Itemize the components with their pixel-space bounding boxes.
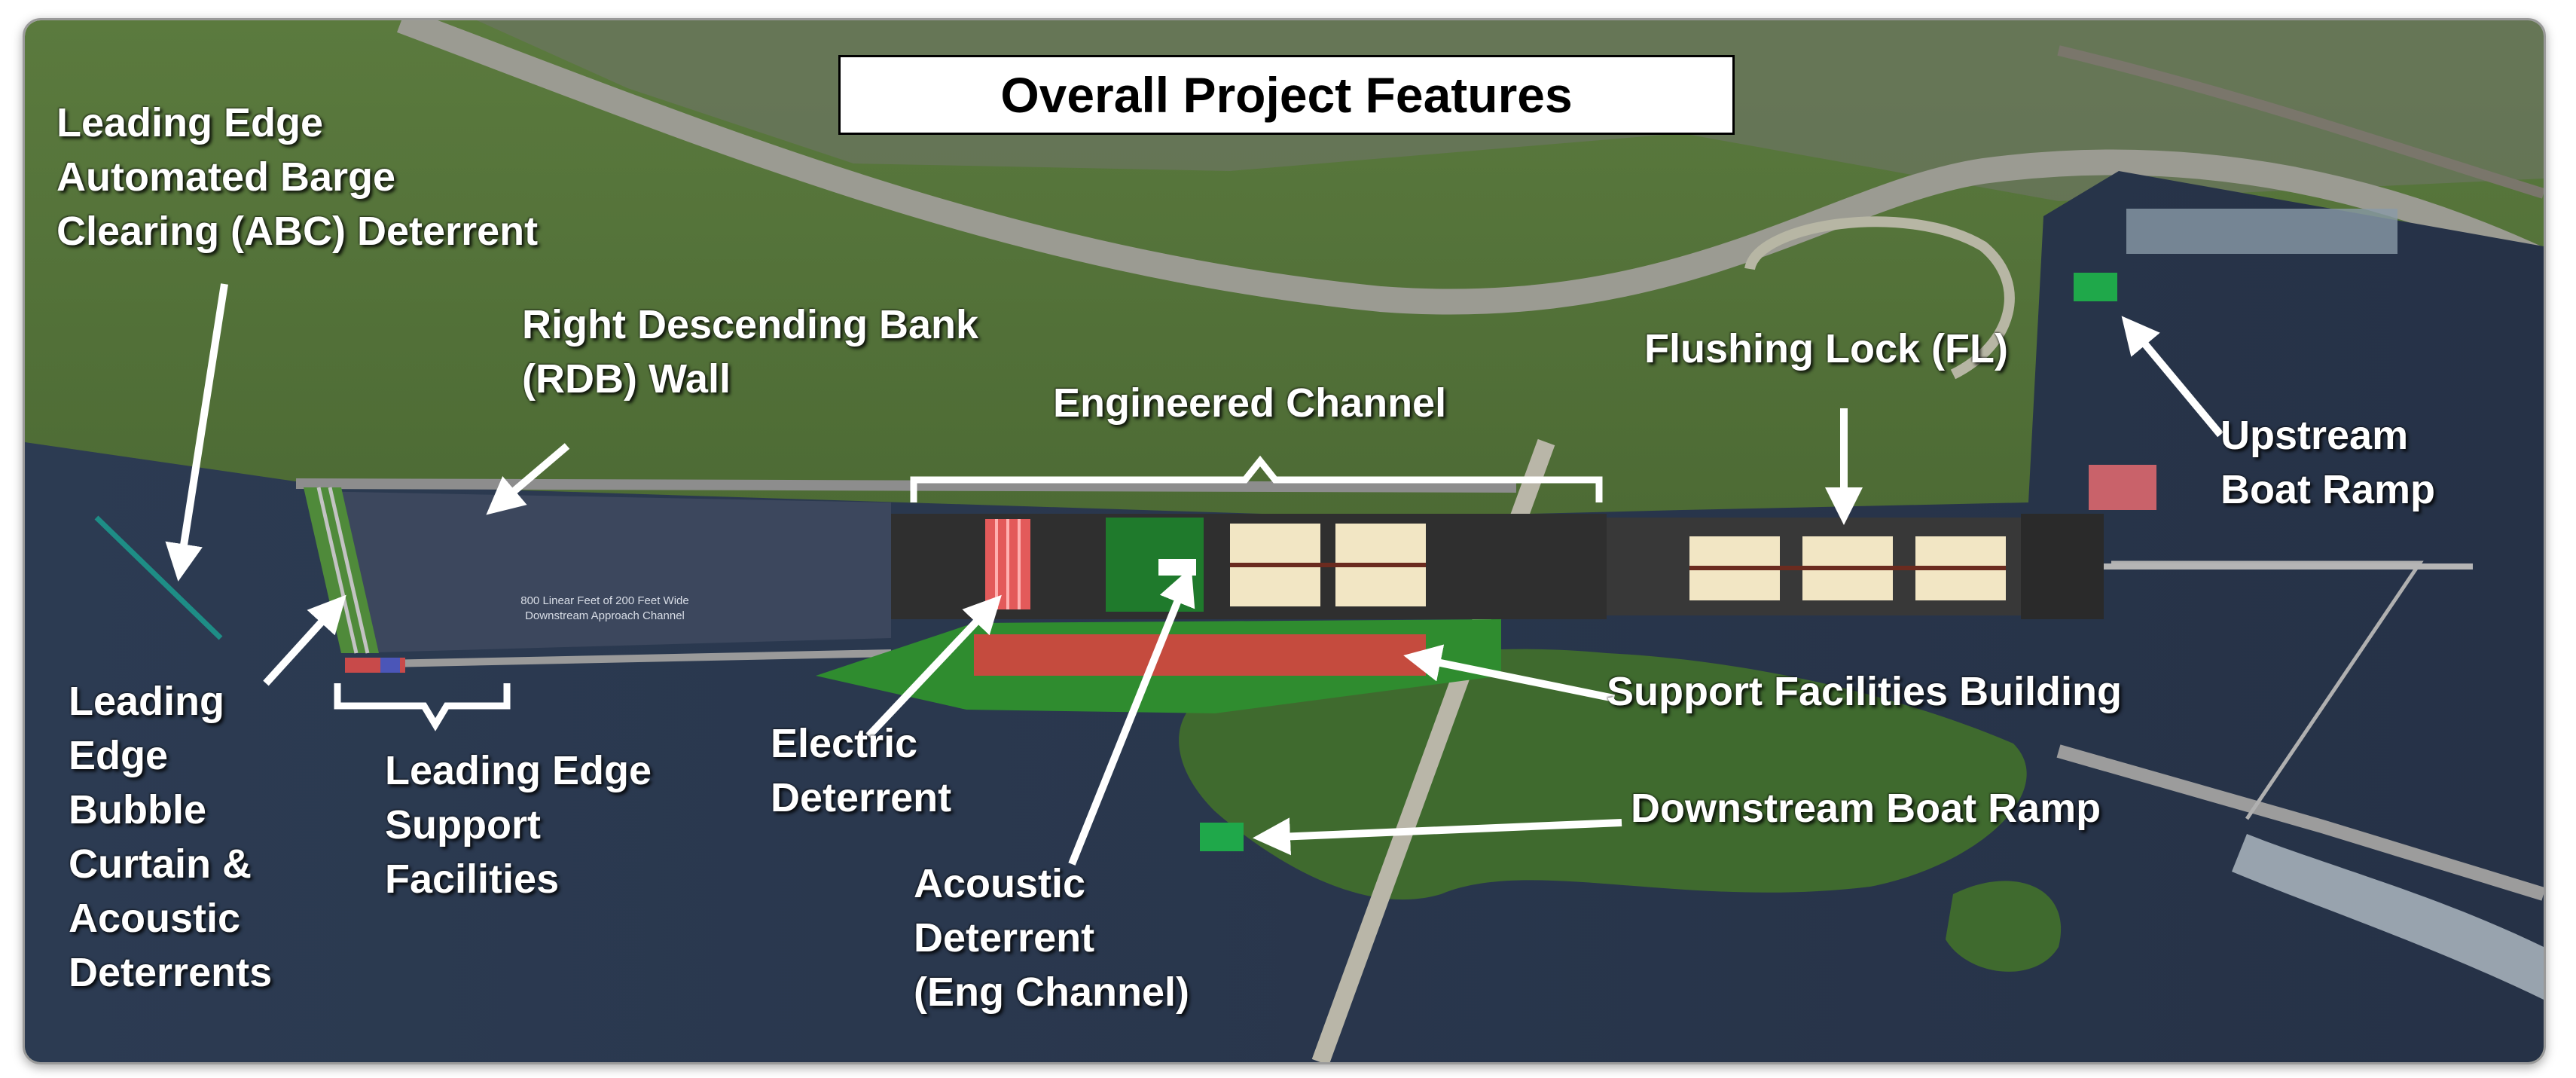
spillway-foam bbox=[2232, 834, 2544, 1000]
arrow-upstream-ramp bbox=[2121, 316, 2223, 438]
arrow-acoustic-deterrent bbox=[1068, 566, 1195, 866]
leading-edge-support-brace bbox=[334, 683, 511, 731]
label-upstream-boat-ramp: Upstream Boat Ramp bbox=[2220, 413, 2436, 512]
leading-edge-support-unit bbox=[380, 658, 400, 673]
arrow-rdb-wall bbox=[486, 443, 570, 515]
railroad bbox=[2057, 45, 2544, 199]
label-abc-deterrent: Leading Edge Automated Barge Clearing (A… bbox=[56, 100, 539, 254]
label-engineered-channel: Engineered Channel bbox=[1053, 380, 1447, 426]
marina bbox=[2126, 209, 2397, 254]
label-acoustic-deterrent: Acoustic Deterrent (Eng Channel) bbox=[914, 861, 1189, 1015]
island bbox=[1946, 881, 2062, 972]
highway bbox=[397, 20, 2544, 315]
arrow-bubble-curtain bbox=[263, 594, 346, 686]
label-rdb-wall: Right Descending Bank (RDB) Wall bbox=[522, 302, 979, 402]
dam bbox=[2056, 744, 2544, 901]
guide-wall bbox=[348, 649, 892, 668]
label-flushing-lock: Flushing Lock (FL) bbox=[1644, 326, 2008, 371]
support-facilities-building-footprint bbox=[974, 634, 1426, 676]
abc-deterrent-line bbox=[94, 515, 223, 640]
arrow-support-building bbox=[1403, 644, 1615, 702]
label-support-facilities-building: Support Facilities Building bbox=[1607, 669, 2123, 714]
channel-note-line: Downstream Approach Channel bbox=[525, 609, 685, 622]
arrow-electric-deterrent bbox=[865, 594, 1002, 739]
arrow-downstream-ramp bbox=[1253, 817, 1622, 856]
leading-edge-line-2 bbox=[328, 487, 370, 654]
pier-barge bbox=[2089, 465, 2156, 510]
title-box: Overall Project Features bbox=[838, 55, 1735, 135]
rdb-wall bbox=[295, 478, 1517, 493]
label-bubble-curtain: Leading Edge Bubble Curtain & Acoustic D… bbox=[69, 679, 273, 995]
label-electric-deterrent: Electric Deterrent bbox=[771, 721, 952, 820]
engineered-channel-brace bbox=[910, 455, 1603, 502]
label-leading-edge-support: Leading Edge Support Facilities bbox=[385, 748, 652, 902]
arrow-abc-deterrent bbox=[165, 283, 228, 582]
peninsula bbox=[1179, 649, 2027, 900]
acoustic-deterrent-unit bbox=[1158, 559, 1196, 576]
page-title: Overall Project Features bbox=[1000, 67, 1573, 123]
park-road bbox=[1744, 216, 2015, 380]
downstream-boat-ramp-marker bbox=[1200, 823, 1244, 851]
upstream-boat-ramp-marker bbox=[2074, 273, 2117, 301]
flushing-lock-gate bbox=[2021, 514, 2104, 619]
label-downstream-boat-ramp: Downstream Boat Ramp bbox=[1631, 786, 2101, 831]
leading-edge-line-1 bbox=[316, 487, 359, 654]
dam-cable bbox=[2111, 560, 2424, 820]
approach-channel bbox=[311, 491, 891, 653]
channel-note-line: 800 Linear Feet of 200 Feet Wide bbox=[520, 594, 688, 607]
